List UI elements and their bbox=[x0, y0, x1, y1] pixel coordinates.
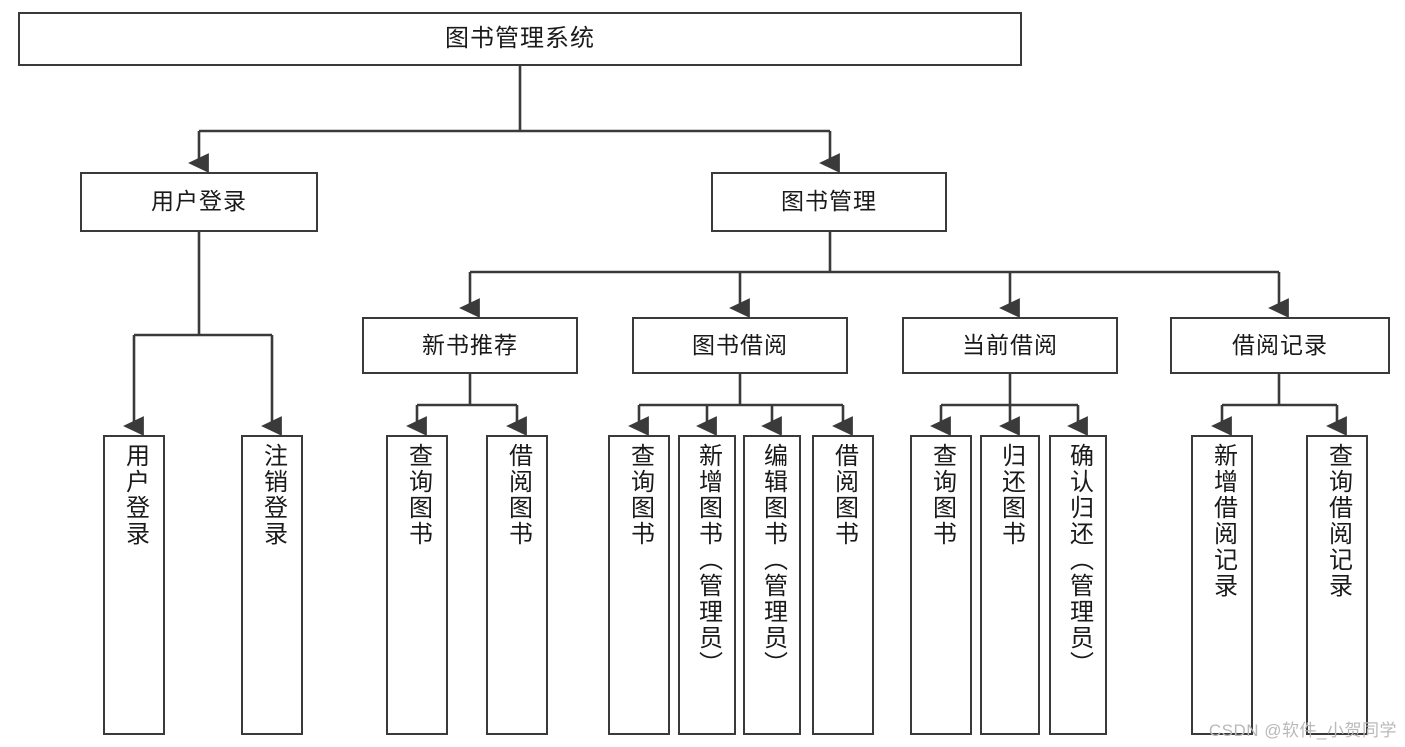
node-label: 编辑图书（管理员） bbox=[759, 443, 787, 677]
node-label: 注销登录 bbox=[259, 443, 287, 547]
node-label: 借阅图书 bbox=[504, 443, 532, 547]
node-label: 用户登录 bbox=[151, 188, 247, 215]
node-label: 归还图书 bbox=[997, 443, 1025, 547]
leaf-user-login[interactable]: 用户登录 bbox=[103, 435, 165, 735]
node-current-borrow[interactable]: 当前借阅 bbox=[902, 317, 1118, 374]
leaf-confirm-return[interactable]: 确认归还（管理员） bbox=[1049, 435, 1107, 735]
node-borrow-record[interactable]: 借阅记录 bbox=[1170, 317, 1390, 374]
node-label: 当前借阅 bbox=[962, 331, 1058, 358]
leaf-query-book-new[interactable]: 查询图书 bbox=[386, 435, 448, 735]
leaf-query-borrow-record[interactable]: 查询借阅记录 bbox=[1306, 435, 1368, 735]
node-label: 查询图书 bbox=[626, 443, 654, 547]
node-label: 查询借阅记录 bbox=[1324, 443, 1352, 599]
node-label: 新增借阅记录 bbox=[1209, 443, 1237, 599]
node-user-login[interactable]: 用户登录 bbox=[80, 172, 318, 232]
leaf-add-book[interactable]: 新增图书（管理员） bbox=[678, 435, 736, 735]
node-new-book-recommend[interactable]: 新书推荐 bbox=[362, 317, 578, 374]
leaf-edit-book[interactable]: 编辑图书（管理员） bbox=[743, 435, 801, 735]
leaf-return-book[interactable]: 归还图书 bbox=[980, 435, 1040, 735]
leaf-borrow-book[interactable]: 借阅图书 bbox=[812, 435, 874, 735]
node-label: 图书借阅 bbox=[692, 331, 788, 358]
node-book-manage[interactable]: 图书管理 bbox=[711, 172, 947, 232]
node-label: 查询图书 bbox=[404, 443, 432, 547]
node-label: 新增图书（管理员） bbox=[694, 443, 722, 677]
leaf-borrow-book-new[interactable]: 借阅图书 bbox=[486, 435, 548, 735]
csdn-watermark: CSDN @软件_小贺同学 bbox=[1208, 721, 1397, 740]
node-label: 确认归还（管理员） bbox=[1065, 443, 1093, 677]
node-label: 用户登录 bbox=[121, 443, 149, 547]
leaf-query-book-current[interactable]: 查询图书 bbox=[910, 435, 972, 735]
leaf-user-logout[interactable]: 注销登录 bbox=[241, 435, 303, 735]
node-label: 图书管理 bbox=[781, 188, 877, 215]
node-label: 借阅图书 bbox=[830, 443, 858, 547]
node-label: 新书推荐 bbox=[422, 331, 518, 358]
node-book-borrow[interactable]: 图书借阅 bbox=[632, 317, 848, 374]
leaf-add-borrow-record[interactable]: 新增借阅记录 bbox=[1191, 435, 1253, 735]
leaf-query-book-borrow[interactable]: 查询图书 bbox=[608, 435, 670, 735]
node-book-management-system[interactable]: 图书管理系统 bbox=[18, 12, 1022, 66]
node-label: 查询图书 bbox=[928, 443, 956, 547]
node-label: 图书管理系统 bbox=[445, 24, 595, 52]
node-label: 借阅记录 bbox=[1232, 331, 1328, 358]
